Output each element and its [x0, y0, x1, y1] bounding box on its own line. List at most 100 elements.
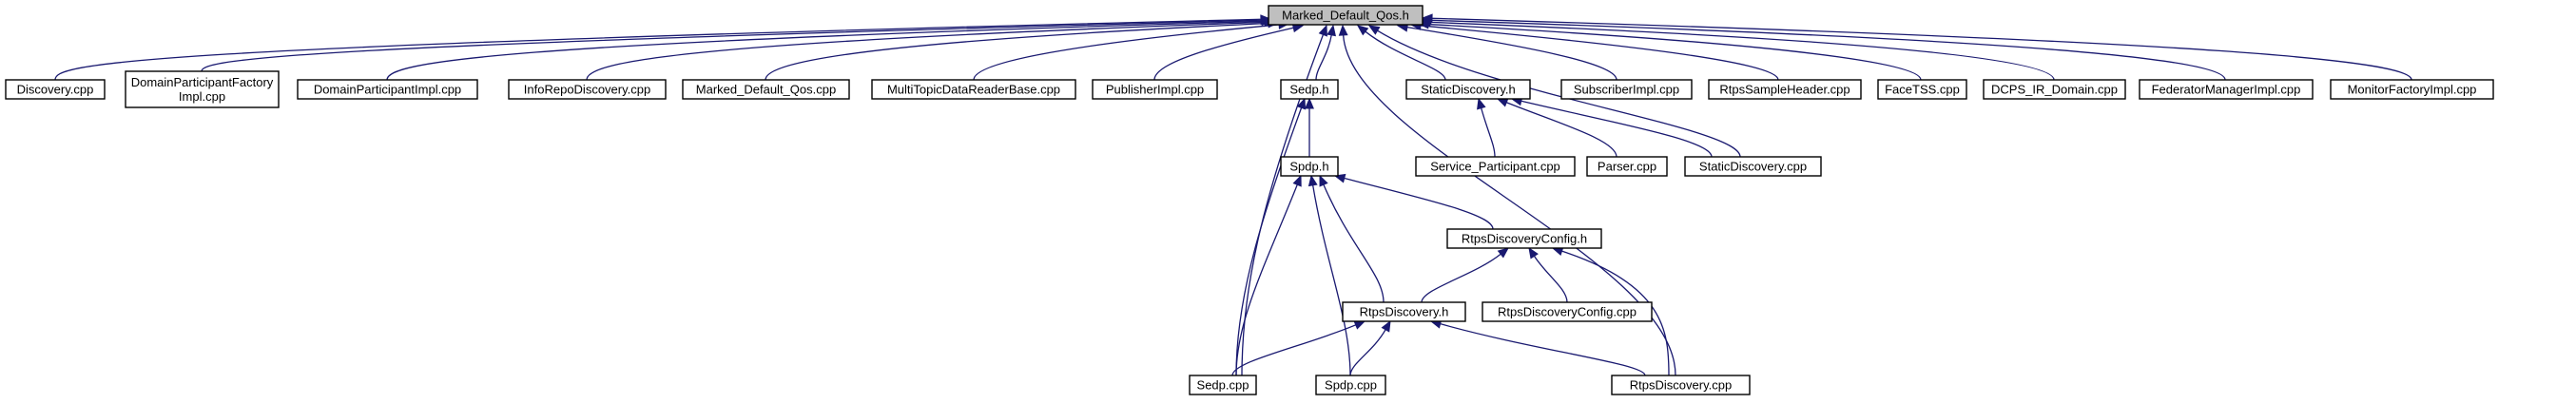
edge-line: [973, 24, 1280, 81]
node-box: [1280, 79, 1339, 100]
node-rtpsdiscoveryconfig-h[interactable]: RtpsDiscoveryConfig.h: [1446, 228, 1602, 249]
node-rtpssampleheader-cpp[interactable]: RtpsSampleHeader.cpp: [1708, 79, 1862, 100]
node-marked-default-qos-cpp[interactable]: Marked_Default_Qos.cpp: [682, 79, 850, 100]
edge-rtpsdiscovery_h-to-spdp_h: [1319, 174, 1385, 303]
edge-line: [1431, 17, 2412, 81]
edge-line: [1235, 107, 1303, 376]
edge-federatormanagerimpl_cpp-to-marked_default_qos_h: [1420, 15, 2226, 81]
node-sedp-cpp[interactable]: Sedp.cpp: [1189, 375, 1257, 395]
edge-spdp_h-to-sedp_h: [1305, 97, 1314, 157]
node-staticdiscovery-h[interactable]: StaticDiscovery.h: [1405, 79, 1531, 100]
edge-line: [1406, 26, 1617, 81]
edge-rtpsdiscovery_cpp-to-marked_default_qos_h: [1338, 24, 1676, 376]
node-parser-cpp[interactable]: Parser.cpp: [1586, 156, 1668, 177]
node-label: Sedp.h: [1289, 83, 1328, 97]
node-label: MultiTopicDataReaderBase.cpp: [887, 83, 1060, 97]
edge-arrowhead: [1338, 24, 1348, 36]
edge-sedp_cpp-to-marked_default_qos_h: [1241, 24, 1327, 376]
edge-rtpsdiscoveryconfig_cpp-to-rtpsdiscoveryconfig_h: [1528, 246, 1568, 303]
edge-sedp_cpp-to-spdp_h: [1235, 174, 1302, 376]
node-sedp-h[interactable]: Sedp.h: [1280, 79, 1339, 100]
node-publisherimpl-cpp[interactable]: PublisherImpl.cpp: [1092, 79, 1218, 100]
node-dcps-ir-domain-cpp[interactable]: DCPS_IR_Domain.cpp: [1983, 79, 2126, 100]
edge-rtpsdiscovery_cpp-to-rtpsdiscoveryconfig_h: [1551, 246, 1670, 376]
edge-line: [1365, 30, 1446, 81]
edge-monitorfactoryimpl_cpp-to-marked_default_qos_h: [1421, 13, 2412, 81]
edge-arrowhead: [1367, 25, 1381, 35]
node-label: StaticDiscovery.h: [1421, 83, 1515, 97]
edge-line: [1344, 177, 1494, 230]
edge-arrowhead: [1353, 320, 1366, 330]
node-label: DomainParticipantImpl.cpp: [314, 83, 461, 97]
node-label: FaceTSS.cpp: [1885, 83, 1960, 97]
node-marked-default-qos-h[interactable]: Marked_Default_Qos.h: [1268, 5, 1424, 26]
node-box: [1189, 375, 1257, 395]
edge-dcps_ir_domain_cpp-to-marked_default_qos_h: [1419, 17, 2055, 81]
node-label: Spdp.h: [1289, 160, 1328, 174]
edge-arrowhead: [1496, 98, 1509, 107]
edge-line: [765, 22, 1269, 81]
node-service-participant-cpp[interactable]: Service_Participant.cpp: [1415, 156, 1576, 177]
node-box: [1268, 5, 1424, 26]
edge-line: [1533, 256, 1568, 303]
edge-line: [1430, 19, 2226, 81]
node-domainparticipantimpl-cpp[interactable]: DomainParticipantImpl.cpp: [297, 79, 478, 100]
node-label: RtpsDiscoveryConfig.cpp: [1498, 305, 1637, 319]
edge-line: [1377, 29, 1741, 158]
edge-arrowhead: [1292, 174, 1302, 187]
node-label: InfoRepoDiscovery.cpp: [524, 83, 650, 97]
node-subscriberimpl-cpp[interactable]: SubscriberImpl.cpp: [1560, 79, 1693, 100]
edge-line: [1153, 27, 1294, 81]
edge-rtpsdiscovery_h-to-rtpsdiscoveryconfig_h: [1421, 247, 1510, 303]
node-box: [1415, 156, 1576, 177]
node-rtpsdiscovery-cpp[interactable]: RtpsDiscovery.cpp: [1611, 375, 1751, 395]
node-label: FederatorManagerImpl.cpp: [2152, 83, 2301, 97]
node-box: [1482, 301, 1653, 322]
node-rtpsdiscovery-h[interactable]: RtpsDiscovery.h: [1342, 301, 1466, 322]
edge-arrowhead: [1327, 24, 1336, 37]
node-label: MonitorFactoryImpl.cpp: [2348, 83, 2477, 97]
edge-line: [1312, 184, 1351, 376]
edge-line: [1231, 324, 1357, 376]
node-spdp-cpp[interactable]: Spdp.cpp: [1315, 375, 1386, 395]
node-rtpsdiscoveryconfig-cpp[interactable]: RtpsDiscoveryConfig.cpp: [1482, 301, 1653, 322]
edge-arrowhead: [1497, 247, 1510, 259]
edge-sedp_cpp-to-rtpsdiscovery_h: [1231, 320, 1366, 376]
node-box: [1092, 79, 1218, 100]
edge-multitopicdatareaderbase_cpp-to-marked_default_qos_h: [973, 20, 1290, 81]
node-box: [297, 79, 478, 100]
node-label: Parser.cpp: [1598, 160, 1656, 174]
edge-arrowhead: [1356, 25, 1369, 36]
node-monitorfactoryimpl-cpp[interactable]: MonitorFactoryImpl.cpp: [2330, 79, 2494, 100]
node-spdp-h[interactable]: Spdp.h: [1280, 156, 1339, 177]
edge-line: [1349, 329, 1386, 376]
edge-line: [1440, 323, 1646, 376]
edge-rtpssampleheader_cpp-to-marked_default_qos_h: [1409, 21, 1779, 81]
edge-line: [1421, 253, 1501, 303]
edge-arrowhead: [1381, 319, 1391, 333]
node-staticdiscovery-cpp[interactable]: StaticDiscovery.cpp: [1684, 156, 1822, 177]
edge-staticdiscovery_cpp-to-marked_default_qos_h: [1367, 25, 1741, 158]
node-label: Marked_Default_Qos.h: [1282, 9, 1409, 23]
edge-arrowhead: [1319, 174, 1328, 187]
edge-arrowhead: [1528, 246, 1539, 260]
node-label: PublisherImpl.cpp: [1106, 83, 1204, 97]
edge-line: [201, 19, 1262, 72]
node-label: Marked_Default_Qos.cpp: [696, 83, 836, 97]
edge-staticdiscovery_h-to-marked_default_qos_h: [1356, 25, 1446, 81]
node-federatormanagerimpl-cpp[interactable]: FederatorManagerImpl.cpp: [2139, 79, 2314, 100]
edge-line: [1343, 34, 1676, 376]
node-inforepodiscovery-cpp[interactable]: InfoRepoDiscovery.cpp: [508, 79, 667, 100]
edge-sedp_h-to-marked_default_qos_h: [1315, 24, 1336, 81]
edge-line: [54, 18, 1262, 81]
node-discovery-cpp[interactable]: Discovery.cpp: [5, 79, 106, 100]
node-box: [682, 79, 850, 100]
node-multitopicdatareaderbase-cpp[interactable]: MultiTopicDataReaderBase.cpp: [871, 79, 1076, 100]
node-box: [1280, 156, 1339, 177]
node-box: [1405, 79, 1531, 100]
node-facetss-cpp[interactable]: FaceTSS.cpp: [1877, 79, 1967, 100]
edge-arrowhead: [1318, 24, 1327, 37]
